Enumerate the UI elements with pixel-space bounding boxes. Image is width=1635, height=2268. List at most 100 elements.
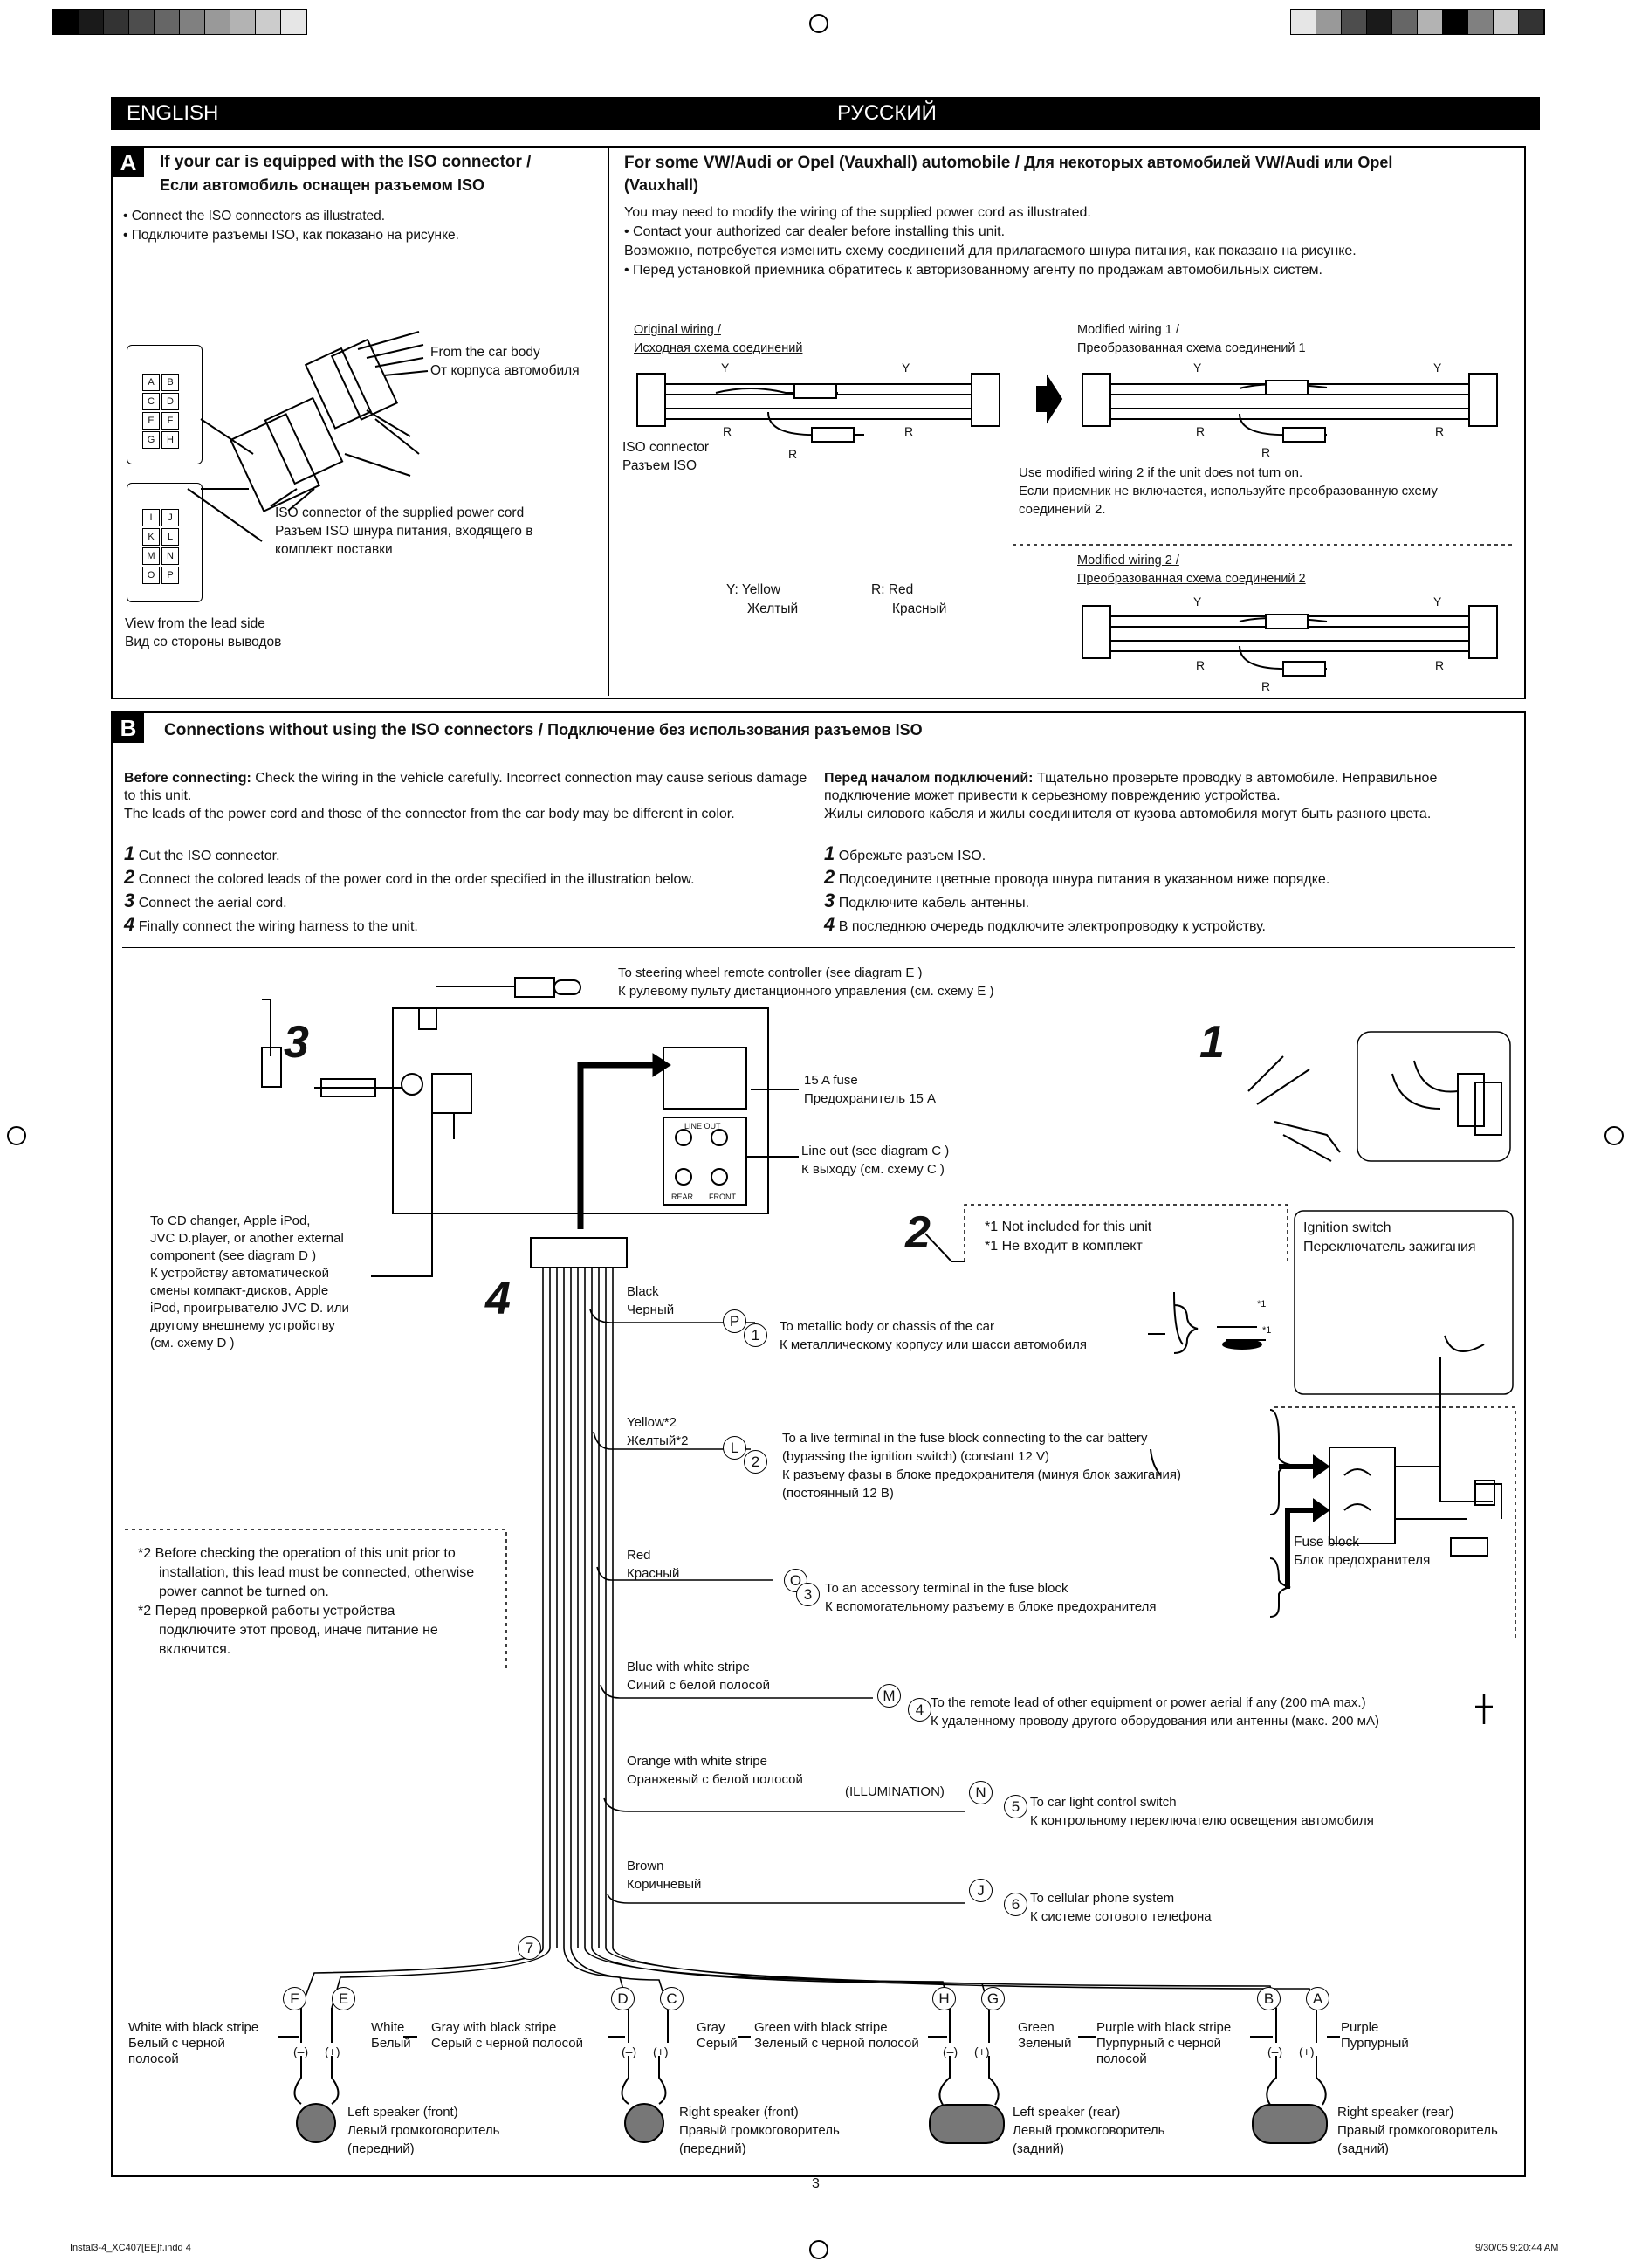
wire-bundle (300, 1268, 1317, 2009)
wire-destination-ru-2: (постоянный 12 В) (782, 1486, 894, 1501)
speaker-name: Левый громкоговоритель (1013, 2123, 1165, 2138)
connector-pin: H (161, 431, 179, 449)
step-text: Cut the ISO connector. (134, 849, 280, 863)
speaker-neg-label: Green with black stripe (754, 2020, 888, 2035)
vw-line-1: You may need to modify the wiring of the… (624, 205, 1091, 220)
connector-pin: E (142, 412, 160, 430)
vw-title-ru-cont: (Vauxhall) (624, 176, 699, 194)
step-text: Обрежьте разъем ISO. (835, 849, 986, 863)
fuse-block-en: Fuse block (1294, 1535, 1359, 1550)
speaker-name: Left speaker (front) (347, 2105, 458, 2120)
section-a-bullet-2: • Подключите разъемы ISO, как показано н… (123, 228, 459, 243)
fuse-label-en: 15 A fuse (804, 1073, 858, 1088)
cd-changer-line: смены компакт-дисков, Apple (150, 1283, 329, 1298)
speaker-plus: (+) (653, 2045, 669, 2058)
before-connecting-ru: Перед началом подключений: Тщательно про… (824, 771, 1438, 803)
connector-pin: P (161, 567, 179, 584)
section-a-title-en: If your car is equipped with the ISO con… (160, 153, 532, 171)
wire-extra-label: (ILLUMINATION) (845, 1784, 945, 1799)
iso-supplied-line-3: комплект поставки (275, 542, 393, 557)
step-text: Подсоедините цветные провода шнура питан… (835, 872, 1330, 887)
step-number: 3 (124, 890, 135, 911)
from-car-body-en: From the car body (430, 345, 540, 360)
modified-wiring-2-ru: Преобразованная схема соединений 2 (1077, 572, 1306, 586)
wire-tag-r: R (1261, 679, 1271, 693)
wire-tag-r: R (1196, 424, 1206, 438)
speaker-minus: (–) (293, 2045, 309, 2058)
speaker-pos-label: Зеленый (1018, 2036, 1072, 2051)
wire-tag-y: Y (1193, 361, 1202, 375)
step-number: 4 (824, 913, 835, 935)
iso-connector-ru: Разъем ISO (622, 458, 697, 473)
step-text: Connect the aerial cord. (134, 896, 287, 911)
vw-title-en: For some VW/Audi or Opel (Vauxhall) auto… (624, 154, 1393, 172)
speaker-plus: (+) (974, 2045, 990, 2058)
iso-supplied-line-1: ISO connector of the supplied power cord (275, 505, 525, 520)
view-lead-side-ru: Вид со стороны выводов (125, 635, 282, 649)
connector-pin: J (161, 509, 179, 526)
iso-connector-en: ISO connector (622, 440, 710, 455)
cd-changer-line: другому внешнему устройству (150, 1318, 335, 1333)
speaker-name: Right speaker (rear) (1337, 2105, 1454, 2120)
color-registration-strip-right (1290, 9, 1545, 35)
step-item: 2 Подсоедините цветные провода шнура пит… (824, 866, 1330, 889)
registration-swatch (230, 10, 256, 34)
speaker-lead-G: G (981, 1987, 1005, 2010)
star1-mark-a: *1 (1257, 1299, 1267, 1309)
speaker-plus: (+) (325, 2045, 340, 2058)
speaker-neg-label: Зеленый с черной полосой (754, 2036, 919, 2051)
connector-pin: D (161, 393, 179, 410)
registration-swatch (1367, 10, 1392, 34)
speaker-minus: (–) (1267, 2045, 1283, 2058)
speaker-pos-label: White (371, 2020, 405, 2035)
step-item: 4 Finally connect the wiring harness to … (124, 915, 418, 936)
connector-pin: N (161, 547, 179, 565)
star1-mark-b: *1 (1262, 1325, 1272, 1336)
step-number: 2 (824, 866, 835, 888)
original-wiring-en: Original wiring / (634, 323, 721, 337)
registration-swatch (79, 10, 104, 34)
lead-note-line: подключите этот провод, иначе питание не (159, 1623, 438, 1638)
modified-wiring-1-drawing (1082, 373, 1498, 443)
wire-destination-ru: К вспомогательному разъему в блоке предо… (825, 1599, 1157, 1614)
registration-swatch (1494, 10, 1519, 34)
lead-note-line: включится. (159, 1642, 231, 1657)
speaker-neg-label: полосой (128, 2052, 179, 2066)
wire-destination-ru: К металлическому корпусу или шасси автом… (780, 1337, 1088, 1352)
wire-tag-y: Y (721, 361, 730, 375)
connector-pin: I (142, 509, 160, 526)
speaker-pos-label: Gray (697, 2020, 725, 2035)
from-car-body-ru: От корпуса автомобиля (430, 363, 580, 378)
cd-changer-line: component (see diagram D ) (150, 1248, 317, 1263)
wire-tag-r: R (788, 447, 798, 461)
wire-color-ru: Красный (627, 1566, 680, 1581)
wire-tag-r: R (1435, 424, 1445, 438)
speaker-pos-label: Green (1018, 2020, 1055, 2035)
registration-swatch (129, 10, 155, 34)
modified-wiring-1-ru: Преобразованная схема соединений 1 (1077, 341, 1306, 355)
registration-swatch (1316, 10, 1342, 34)
wire-color-en: Black (627, 1284, 659, 1299)
original-wiring-drawing (636, 373, 1000, 443)
pin-block-top (127, 345, 203, 464)
speaker-lead-B: B (1257, 1987, 1281, 2010)
step-number: 2 (124, 866, 135, 888)
connector-pin: K (142, 528, 160, 546)
wire-destination-ru: К системе сотового телефона (1030, 1909, 1212, 1924)
wire-tag-y: Y (902, 361, 910, 375)
vw-line-2: • Contact your authorized car dealer bef… (624, 224, 1006, 239)
step-number: 3 (824, 890, 835, 911)
registration-swatch (104, 10, 129, 34)
speaker-minus: (–) (943, 2045, 958, 2058)
step-item: 1 Обрежьте разъем ISO. (824, 844, 986, 865)
cd-changer-line: iPod, проигрывателю JVC D. или (150, 1301, 349, 1316)
speaker-drawings (293, 2008, 1328, 2144)
wire-tag-y: Y (1433, 361, 1442, 375)
step-number: 1 (124, 842, 135, 864)
wire-destination-en: To an accessory terminal in the fuse blo… (825, 1581, 1068, 1596)
speaker-pos-label: Пурпурный (1341, 2036, 1409, 2051)
before-connecting-en: Before connecting: Check the wiring in t… (124, 771, 807, 803)
cd-changer-line: (см. схему D ) (150, 1336, 235, 1350)
connector-pin: G (142, 431, 160, 449)
